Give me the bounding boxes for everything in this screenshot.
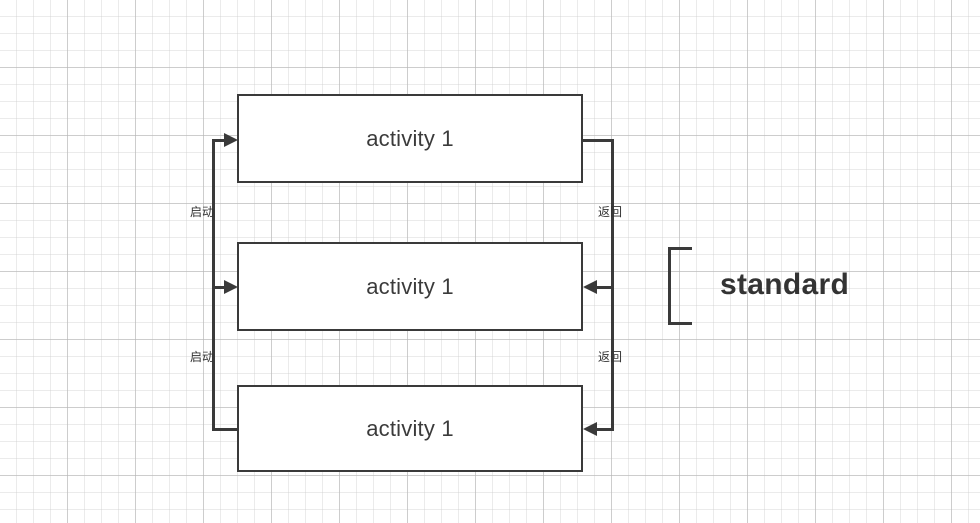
return-rail-vertical (611, 139, 614, 431)
edge-label-launch-upper: 启动 (190, 205, 215, 219)
activity-box-3-label: activity 1 (366, 415, 454, 441)
return-connector-box-1-exit (583, 139, 614, 142)
activity-box-3[interactable]: activity 1 (237, 385, 583, 472)
group-caption-standard: standard (720, 268, 850, 301)
return-arrowhead-box-3 (583, 422, 597, 436)
return-arrowhead-box-2 (583, 280, 597, 294)
edge-label-return-lower: 返回 (598, 350, 623, 364)
return-connector-box-2 (597, 286, 614, 289)
edge-label-return-upper: 返回 (598, 205, 623, 219)
activity-box-2[interactable]: activity 1 (237, 242, 583, 331)
activity-box-2-label: activity 1 (366, 273, 454, 299)
group-bracket-icon (668, 247, 692, 325)
edge-label-launch-lower: 启动 (190, 350, 215, 364)
launch-arrowhead-box-2 (224, 280, 238, 294)
launch-connector-box-2 (212, 286, 226, 289)
launch-connector-box-3 (212, 428, 239, 431)
launch-connector-box-1 (212, 139, 226, 142)
launch-rail-vertical (212, 140, 215, 431)
return-connector-box-3 (597, 428, 614, 431)
activity-box-1[interactable]: activity 1 (237, 94, 583, 183)
launch-arrowhead-box-1 (224, 133, 238, 147)
activity-box-1-label: activity 1 (366, 125, 454, 151)
